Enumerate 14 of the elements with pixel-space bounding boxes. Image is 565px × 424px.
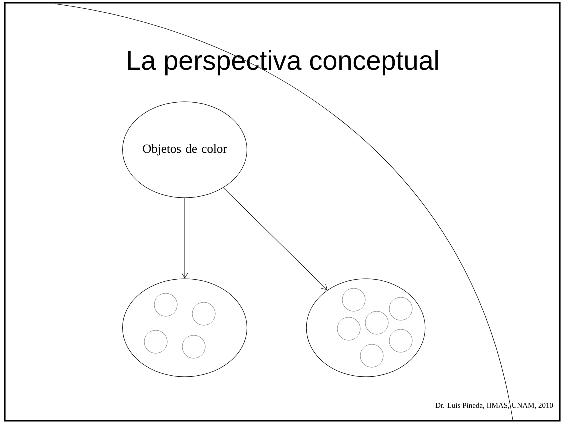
- element-circle: [389, 297, 413, 321]
- element-circle: [337, 317, 361, 341]
- element-circle: [365, 311, 389, 335]
- arrow: [182, 198, 188, 279]
- element-circle: [192, 302, 216, 326]
- element-circle: [360, 344, 384, 368]
- element-circle: [342, 288, 366, 312]
- element-circle: [154, 293, 178, 317]
- element-circle: [182, 335, 206, 359]
- set-ellipse: [306, 278, 426, 378]
- set-ellipse: [122, 278, 248, 378]
- element-circle: [389, 329, 413, 353]
- arrow: [223, 188, 328, 290]
- element-circle: [144, 330, 168, 354]
